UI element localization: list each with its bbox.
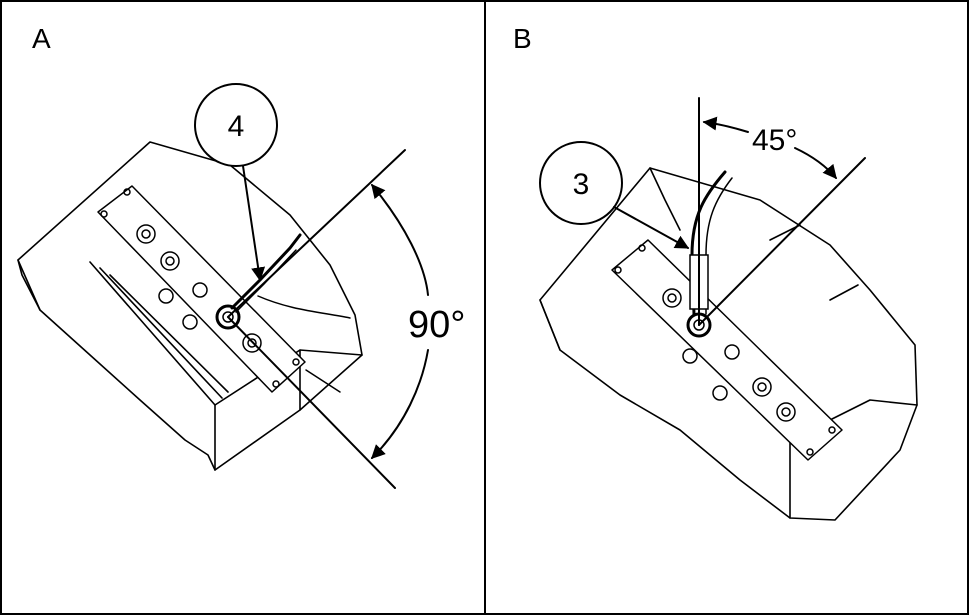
- callout-3-number: 3: [573, 168, 590, 201]
- callout-4-number: 4: [228, 110, 245, 143]
- panel-a-letter: A: [32, 23, 51, 54]
- angle-reference-lines-b: [698, 97, 866, 326]
- panel-b-letter: B: [513, 23, 532, 54]
- panel-b: B: [513, 23, 918, 521]
- callout-4: 4: [194, 83, 278, 282]
- angle-reference-lines-a: [227, 149, 429, 489]
- panel-a: A: [17, 23, 465, 489]
- terminals-b: [662, 288, 796, 422]
- callout-3: 3: [539, 141, 690, 249]
- angle-label-a: 90°: [408, 304, 465, 346]
- angle-label-b: 45°: [752, 124, 797, 157]
